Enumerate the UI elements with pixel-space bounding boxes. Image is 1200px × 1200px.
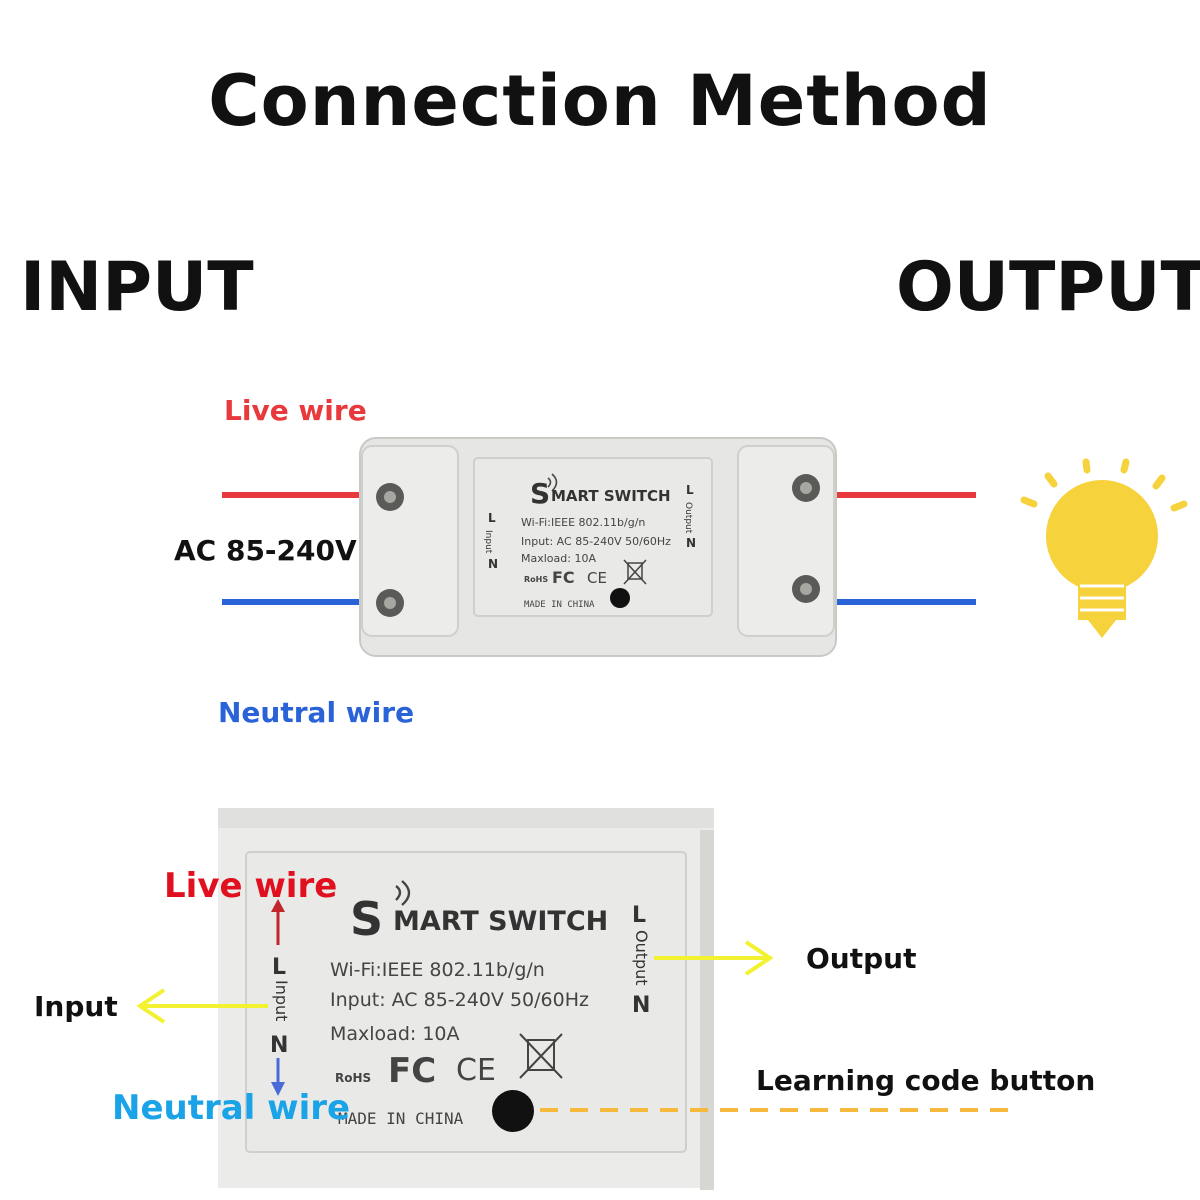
wifi-spec-closeup: Wi-Fi:IEEE 802.11b/g/n: [330, 959, 545, 981]
brand-name-closeup: MART SWITCH: [393, 906, 608, 937]
brand-name: MART SWITCH: [551, 487, 671, 505]
made-in-label-closeup: MADE IN CHINA: [338, 1109, 464, 1128]
fc-mark-closeup: FC: [388, 1051, 436, 1091]
neutral-wire-arrow: [271, 1058, 285, 1096]
input-side-label-closeup: Input: [272, 980, 291, 1021]
input-heading: INPUT: [20, 248, 254, 327]
wifi-spec: Wi-Fi:IEEE 802.11b/g/n: [521, 516, 645, 529]
input-spec-closeup: Input: AC 85-240V 50/60Hz: [330, 989, 589, 1011]
rohs-mark-closeup: RoHS: [335, 1071, 371, 1085]
ce-mark-closeup: CE: [456, 1053, 496, 1088]
closeup-neutral-wire-label: Neutral wire: [112, 1088, 351, 1128]
ac-voltage-label: AC 85-240V: [174, 534, 357, 567]
closeup-output-label: Output: [806, 942, 917, 975]
rohs-mark: RoHS: [524, 575, 548, 584]
wifi-icon: [395, 880, 411, 906]
brand-s-closeup: S: [350, 892, 383, 946]
input-N: N: [488, 557, 498, 571]
learning-code-button-closeup: [492, 1090, 534, 1132]
input-L-closeup: L: [272, 955, 286, 980]
smart-switch-device: [359, 437, 837, 657]
input-side-label: Input: [483, 530, 493, 554]
output-N-closeup: N: [632, 993, 650, 1018]
closeup-live-wire-label: Live wire: [164, 866, 338, 906]
live-wire-label: Live wire: [224, 394, 367, 427]
neutral-wire-label: Neutral wire: [218, 696, 415, 729]
input-N-closeup: N: [270, 1033, 288, 1058]
output-arrow: [654, 940, 774, 976]
output-heading: OUTPUT: [896, 248, 1200, 327]
input-spec: Input: AC 85-240V 50/60Hz: [521, 535, 671, 548]
wiring-diagram: S MART SWITCH Wi-Fi:IEEE 802.11b/g/n Inp…: [222, 437, 1188, 657]
weee-bin-icon: [623, 559, 647, 585]
ce-mark: CE: [587, 569, 607, 587]
input-L: L: [488, 511, 496, 525]
wifi-icon: [547, 473, 558, 492]
page-title: Connection Method: [208, 60, 992, 142]
learning-code-button-label: Learning code button: [756, 1064, 1096, 1097]
output-L-closeup: L: [632, 903, 646, 928]
maxload-spec: Maxload: 10A: [521, 552, 596, 565]
output-L: L: [686, 483, 694, 497]
input-arrow: [136, 988, 268, 1024]
made-in-label: MADE IN CHINA: [524, 600, 595, 610]
output-N: N: [686, 536, 696, 550]
closeup-input-label: Input: [34, 990, 118, 1023]
maxload-spec-closeup: Maxload: 10A: [330, 1023, 460, 1045]
fc-mark: FC: [552, 568, 575, 587]
brand-s: S: [530, 477, 550, 510]
output-side-label: Output: [683, 502, 693, 534]
output-side-label-closeup: Output: [632, 930, 651, 986]
learning-code-button: [610, 588, 630, 608]
device-closeup: S MART SWITCH Wi-Fi:IEEE 802.11b/g/n Inp…: [136, 808, 1010, 1190]
live-wire-arrow: [271, 899, 285, 945]
light-bulb-icon: [1020, 458, 1188, 638]
weee-bin-icon: [519, 1033, 563, 1079]
